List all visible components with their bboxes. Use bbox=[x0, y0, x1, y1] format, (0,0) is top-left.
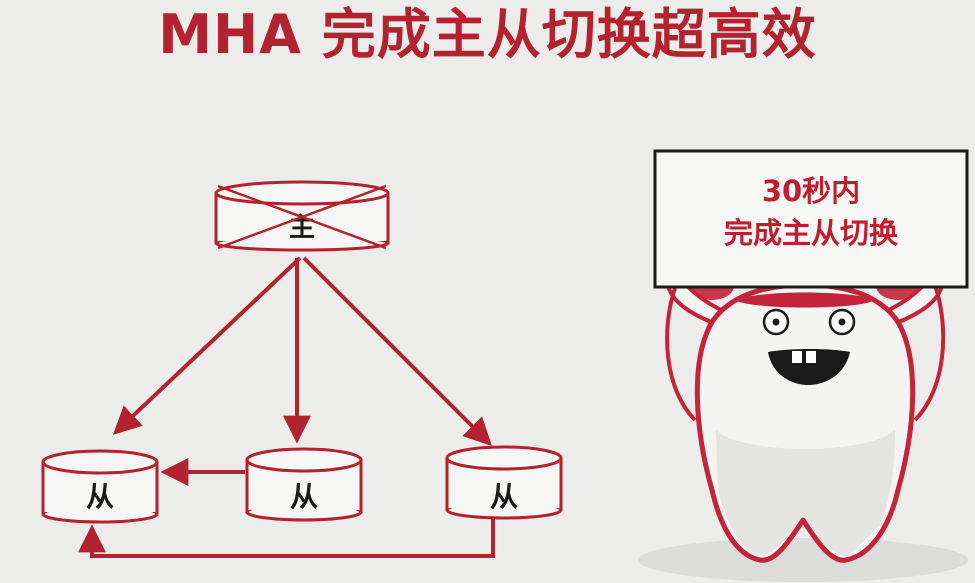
arrow-master-to-slave-left bbox=[112, 256, 302, 435]
slave-label-left: 从 bbox=[86, 480, 114, 513]
slave-label-middle: 从 bbox=[290, 480, 318, 513]
failed-cross-icon bbox=[217, 184, 387, 250]
sign-text: 30秒内 完成主从切换 bbox=[655, 170, 967, 254]
mascot-mouth-icon bbox=[768, 349, 850, 385]
mascot bbox=[638, 272, 968, 582]
slave-database-left: 从 bbox=[41, 449, 159, 524]
arrow-right-to-left-slave bbox=[78, 518, 495, 558]
sign-board bbox=[653, 149, 969, 289]
sign-line-1: 30秒内 bbox=[761, 174, 861, 208]
sign-line-2: 完成主从切换 bbox=[723, 216, 898, 250]
slave-database-right: 从 bbox=[445, 445, 563, 520]
arrow-master-to-slave-right bbox=[302, 256, 492, 446]
page-title: MHA 完成主从切换超高效 bbox=[158, 3, 817, 66]
master-database: 主 bbox=[214, 180, 390, 252]
slave-database-middle: 从 bbox=[245, 447, 363, 522]
slave-label-right: 从 bbox=[490, 480, 518, 513]
